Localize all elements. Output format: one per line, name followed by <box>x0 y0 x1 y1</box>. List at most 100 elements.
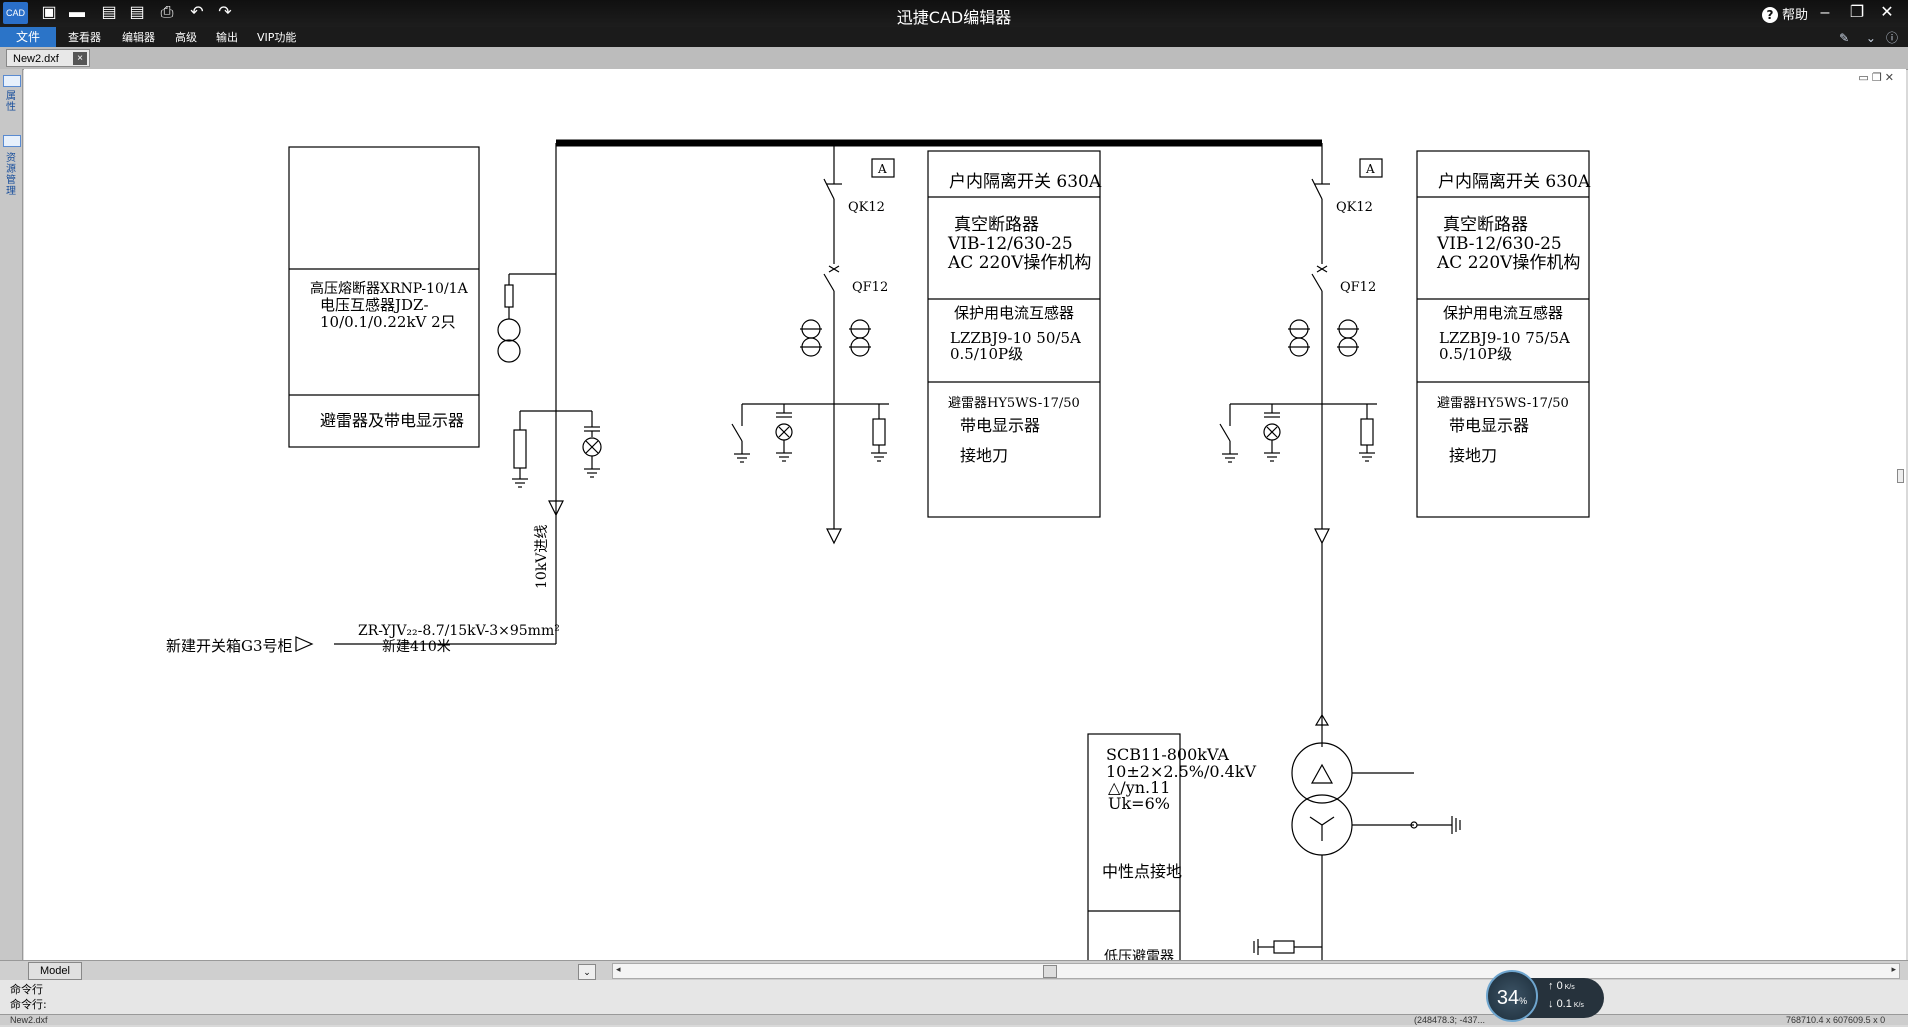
upload-unit: K/s <box>1564 984 1575 991</box>
status-bar: New2.dxf (248478.3; -437... 768710.4 x 6… <box>0 1014 1908 1025</box>
speed-percent-unit: % <box>1519 996 1528 1006</box>
model-tab[interactable]: Model <box>28 962 82 980</box>
panel1-arrester: 避雷器HY5WS-17/50 <box>948 396 1080 411</box>
save-as-icon[interactable]: ▤ <box>129 4 145 21</box>
source-arrow <box>295 636 314 652</box>
new-file-icon[interactable]: ▣ <box>41 4 57 21</box>
speed-gauge: 34% <box>1486 970 1538 1022</box>
resources-panel-icon[interactable] <box>3 135 21 147</box>
print-icon[interactable]: ⎙ <box>160 4 174 21</box>
status-coordinates-left: (248478.3; -437... <box>1414 1015 1486 1025</box>
download-speed: ↓ 0.1 K/s <box>1548 998 1584 1010</box>
qk-label-1: QK12 <box>848 200 885 215</box>
feeder-1-arrow <box>826 528 842 545</box>
cable-length-label: 新建410米 <box>382 639 451 655</box>
fuse-label: 高压熔断器XRNP-10/1A <box>310 280 469 297</box>
transformer-vector: △/yn.11 <box>1108 778 1170 797</box>
pt-label-2: 10/0.1/0.22kV 2只 <box>320 313 456 331</box>
status-coordinates-right: 768710.4 x 607609.5 x 0 <box>1786 1015 1886 1025</box>
source-label: 新建开关箱G3号柜 <box>166 637 293 655</box>
panel1-breaker-mech: AC 220V操作机构 <box>947 253 1091 273</box>
transformer-model: SCB11-800kVA <box>1106 745 1229 764</box>
lv-arrester-label: 低压避雷器 <box>1104 949 1174 960</box>
ribbon-help-icon[interactable]: ⓘ <box>1885 31 1898 45</box>
app-logo-icon[interactable]: CAD <box>3 2 28 24</box>
left-side-panel: 属性 资源管理 <box>0 69 23 969</box>
document-tab-bar: New2.dxf × <box>0 47 1908 70</box>
feeder-panel-2 <box>1219 143 1590 545</box>
save-icon[interactable]: ▤ <box>101 4 117 21</box>
panel1-earthing: 接地刀 <box>960 446 1008 465</box>
panel2-breaker-model: VIB-12/630-25 <box>1436 234 1562 254</box>
minimize-icon[interactable]: – <box>1820 4 1830 21</box>
upload-value: 0 <box>1556 980 1563 992</box>
mdi-window-controls[interactable]: ▭ ❐ ✕ <box>1858 72 1894 84</box>
transformer-symbol <box>1087 543 1461 975</box>
panel1-indicator: 带电显示器 <box>960 416 1040 435</box>
network-speed-widget[interactable]: 34% ↑ 0 K/s ↓ 0.1 K/s <box>1486 968 1604 1022</box>
panel1-breaker-model: VIB-12/630-25 <box>947 234 1073 254</box>
help-icon: ? <box>1761 7 1778 23</box>
qk-label-2: QK12 <box>1336 200 1373 215</box>
panel1-disconnector: 户内隔离开关 630A <box>949 172 1102 192</box>
redo-icon[interactable]: ↷ <box>218 4 232 21</box>
speed-panel <box>1526 978 1604 1018</box>
scroll-left-icon[interactable]: ◂ <box>616 964 621 974</box>
transformer-uk: Uk=6% <box>1108 794 1170 813</box>
restore-icon[interactable]: ❐ <box>1849 4 1865 21</box>
left-info-table <box>288 146 480 448</box>
panel1-ct-model: LZZBJ9-10 50/5A <box>950 329 1081 347</box>
cable-spec-label: ZR-YJV₂₂-8.7/15kV-3×95mm² <box>358 623 560 639</box>
help-button[interactable]: ?帮助 <box>1761 4 1808 23</box>
undo-icon[interactable]: ↶ <box>190 4 204 21</box>
vertical-scroll-marker[interactable] <box>1897 469 1904 483</box>
left-table-text: 高压熔断器XRNP-10/1A 电压互感器JDZ- 10/0.1/0.22kV … <box>310 280 469 430</box>
properties-panel-icon[interactable] <box>3 75 21 87</box>
command-input[interactable]: 命令行: <box>10 998 47 1011</box>
incoming-arrow <box>548 500 564 517</box>
layout-dropdown-icon[interactable]: ⌄ <box>578 964 596 980</box>
panel1-breaker-name: 真空断路器 <box>954 215 1039 235</box>
resources-panel-tab[interactable]: 资源管理 <box>6 153 16 197</box>
download-unit: K/s <box>1573 1002 1584 1009</box>
title-bar: CAD ▣ ▬ ▤ ▤ ⎙ ↶ ↷ 迅捷CAD编辑器 ?帮助 – ❐ ✕ <box>0 0 1908 27</box>
speed-percent: 34 <box>1496 987 1520 1009</box>
menu-advanced[interactable]: 高级 <box>175 31 197 44</box>
help-label: 帮助 <box>1781 8 1808 23</box>
menu-viewer[interactable]: 查看器 <box>68 31 101 44</box>
tag-a-2: A <box>1365 162 1375 176</box>
window-title: 迅捷CAD编辑器 <box>896 8 1012 27</box>
arrester-symbol-left <box>513 429 527 469</box>
feeder-panel-1 <box>731 143 1101 545</box>
document-tab[interactable]: New2.dxf × <box>6 49 90 67</box>
close-tab-icon[interactable]: × <box>73 52 87 65</box>
incoming-line-label: 10kV进线 <box>534 525 550 589</box>
qf-label-2: QF12 <box>1340 280 1376 295</box>
upload-speed: ↑ 0 K/s <box>1548 980 1575 992</box>
pt-label-1: 电压互感器JDZ- <box>320 296 429 314</box>
arrester-indicator-label: 避雷器及带电显示器 <box>320 411 464 430</box>
panel2-indicator: 带电显示器 <box>1449 416 1529 435</box>
layout-tab-bar: Model ⌄ ◂ ▸ <box>0 960 1908 981</box>
menu-editor[interactable]: 编辑器 <box>122 31 155 44</box>
neutral-earthing-label: 中性点接地 <box>1102 862 1182 881</box>
document-tab-label: New2.dxf <box>13 53 59 65</box>
scroll-thumb[interactable] <box>1043 965 1057 978</box>
ribbon-edit-icon[interactable]: ✎ <box>1839 31 1850 45</box>
panel2-ct-class: 0.5/10P级 <box>1439 345 1512 363</box>
horizontal-scrollbar[interactable]: ◂ ▸ <box>612 963 1900 979</box>
open-folder-icon[interactable]: ▬ <box>69 4 85 21</box>
tag-a-1: A <box>877 162 887 176</box>
status-filename: New2.dxf <box>10 1015 48 1025</box>
scroll-right-icon[interactable]: ▸ <box>1891 964 1896 974</box>
qf-label-1: QF12 <box>852 280 888 295</box>
menu-output[interactable]: 输出 <box>216 31 238 44</box>
close-icon[interactable]: ✕ <box>1880 4 1894 21</box>
drawing-canvas[interactable]: ▭ ❐ ✕ <box>24 69 1906 975</box>
menu-vip[interactable]: VIP功能 <box>257 31 297 44</box>
properties-panel-tab[interactable]: 属性 <box>6 91 16 113</box>
pt-coil-2 <box>497 339 521 363</box>
fuse-symbol <box>504 284 514 308</box>
ribbon-collapse-icon[interactable]: ⌄ <box>1865 31 1876 45</box>
menu-file[interactable]: 文件 <box>0 27 56 47</box>
